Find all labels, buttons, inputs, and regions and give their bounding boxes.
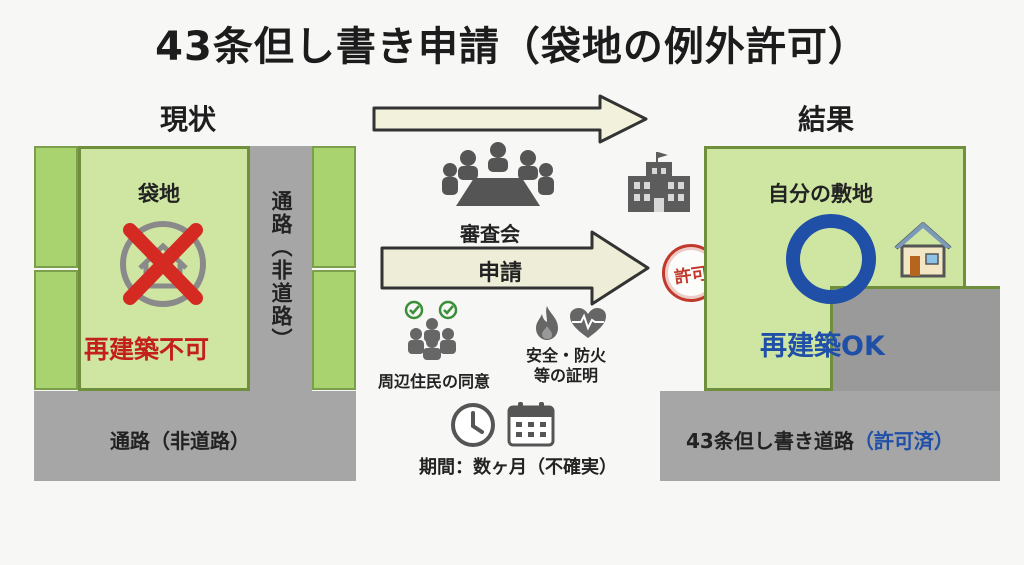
safety-label: 安全・防火 等の証明	[525, 346, 606, 385]
own-lot-label: 自分の敷地	[768, 182, 873, 206]
permitted-road	[660, 391, 1000, 481]
grass-block	[312, 270, 356, 390]
grass-block	[34, 270, 78, 390]
house-icon	[894, 222, 952, 278]
period-label: 期間：数ヶ月（不確実）	[419, 457, 617, 478]
committee-label: 審査会	[460, 222, 520, 246]
application-label: 申請	[478, 261, 523, 286]
side-road-label: 通路（非道路）	[269, 190, 293, 351]
heart-icon	[570, 308, 606, 338]
calendar-icon	[507, 402, 555, 447]
side-road	[250, 146, 312, 391]
bottom-road	[34, 391, 356, 481]
clock-icon	[451, 403, 495, 447]
page-title: 43条但し書き申請（袋地の例外許可）	[155, 24, 869, 70]
application-arrow	[380, 230, 650, 306]
current-label: 現状	[160, 103, 217, 136]
result-label: 結果	[798, 103, 855, 136]
fire-icon	[536, 306, 558, 340]
circle-ok-icon	[786, 214, 876, 304]
bottom-road-label: 通路（非道路）	[110, 429, 250, 453]
permitted-passage	[830, 286, 1000, 391]
rebuild-not-allowed: 再建築不可	[84, 335, 210, 364]
permitted-road-label: 43条但し書き道路（許可済）	[686, 425, 954, 454]
consent-label: 周辺住民の同意	[377, 372, 490, 391]
permitted-road-name: 43条但し書き道路	[686, 429, 854, 453]
grass-block	[34, 146, 78, 268]
outside-area	[966, 146, 1000, 286]
top-arrow	[372, 94, 648, 144]
rebuild-ok: 再建築OK	[760, 331, 885, 362]
building-icon	[628, 152, 690, 212]
consent-icon	[404, 300, 458, 360]
grass-block	[312, 146, 356, 268]
permitted-road-note: （許可済）	[853, 429, 954, 453]
meeting-icon	[442, 142, 554, 206]
landlocked-label: 袋地	[138, 182, 180, 206]
x-mark-icon	[120, 221, 206, 307]
